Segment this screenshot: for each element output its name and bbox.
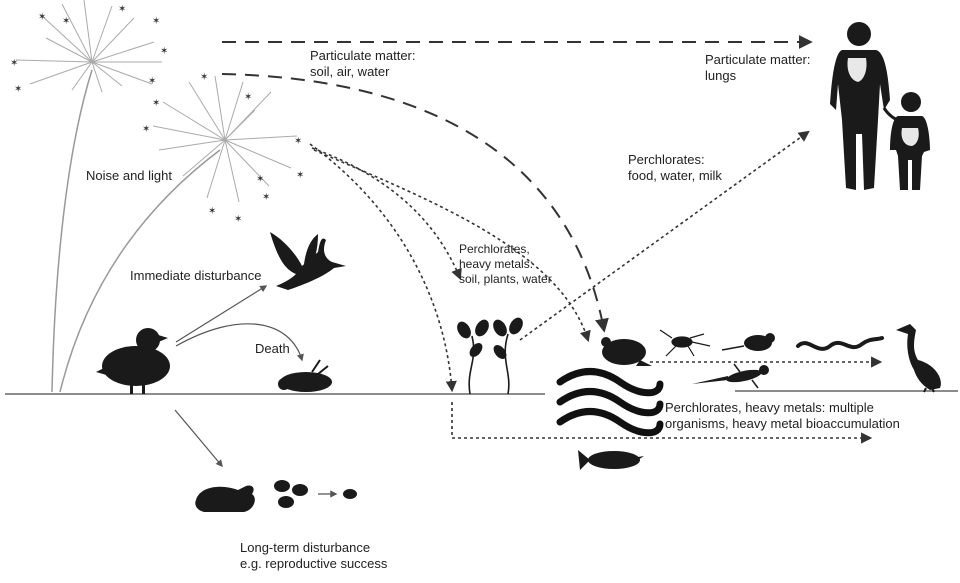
insect-icon [659, 329, 711, 357]
arrow-duck-to-death [175, 323, 304, 362]
label-particulate-lungs: Particulate matter: lungs [705, 52, 811, 83]
svg-text:✶: ✶ [10, 58, 18, 69]
svg-text:✶: ✶ [296, 170, 304, 181]
arrow-firework-to-ground [309, 143, 457, 393]
svg-text:✶: ✶ [142, 124, 150, 135]
arrow-duck-to-long-term [174, 409, 223, 468]
arrow-firework-to-plants [311, 147, 462, 281]
arrow-firework-to-water [313, 149, 591, 343]
label-noise-light: Noise and light [86, 168, 172, 183]
sprouting-plant-icon [457, 317, 523, 395]
svg-text:✶: ✶ [294, 136, 302, 147]
firework-burst-icon [15, 0, 298, 203]
svg-text:✶: ✶ [244, 92, 252, 103]
label-perchlorates-metals-soil: Perchlorates, heavy metals: soil, plants… [459, 242, 552, 286]
label-death: Death [255, 341, 290, 356]
firework-stars: ✶ ✶ ✶ ✶ ✶ ✶ ✶ ✶ ✶ ✶ ✶ ✶ ✶ ✶ ✶ ✶ ✶ ✶ [10, 4, 304, 225]
fish-icon [578, 450, 644, 470]
svg-text:✶: ✶ [38, 12, 46, 23]
nesting-bird-icon [195, 485, 255, 512]
svg-text:✶: ✶ [152, 16, 160, 27]
heron-icon [896, 324, 941, 393]
svg-text:✶: ✶ [160, 46, 168, 57]
eggs-icon [274, 480, 357, 508]
svg-text:✶: ✶ [234, 214, 242, 225]
frog-icon [601, 337, 652, 366]
flying-bird-icon [270, 232, 346, 290]
lizard-icon [692, 363, 769, 389]
svg-text:✶: ✶ [200, 72, 208, 83]
svg-text:✶: ✶ [148, 76, 156, 87]
svg-text:✶: ✶ [118, 4, 126, 15]
svg-text:✶: ✶ [256, 174, 264, 185]
arrow-particulate-to-water [221, 73, 609, 333]
label-particulate-soil: Particulate matter: soil, air, water [310, 48, 416, 79]
svg-text:✶: ✶ [208, 206, 216, 217]
label-perchlorates-food: Perchlorates: food, water, milk [628, 152, 722, 183]
water-waves-icon [556, 368, 664, 437]
firework-trail-1 [51, 69, 93, 393]
svg-text:✶: ✶ [14, 84, 22, 95]
firework-trail-2 [59, 149, 221, 393]
label-long-term: Long-term disturbance e.g. reproductive … [240, 540, 388, 571]
label-perchlorates-multiple: Perchlorates, heavy metals: multiple org… [665, 400, 900, 431]
svg-text:✶: ✶ [152, 98, 160, 109]
label-immediate-disturbance: Immediate disturbance [130, 268, 262, 283]
adult-and-child-icon [830, 22, 930, 190]
duck-icon [96, 328, 170, 394]
arrow-plants-to-human [519, 130, 810, 341]
dead-bird-icon [278, 359, 332, 392]
arrow-duck-to-flying-bird [175, 285, 268, 343]
svg-text:✶: ✶ [262, 192, 270, 203]
rodent-icon [721, 333, 775, 351]
snake-icon [796, 336, 884, 351]
svg-text:✶: ✶ [62, 16, 70, 27]
arrow-ground-to-organisms [451, 402, 873, 444]
